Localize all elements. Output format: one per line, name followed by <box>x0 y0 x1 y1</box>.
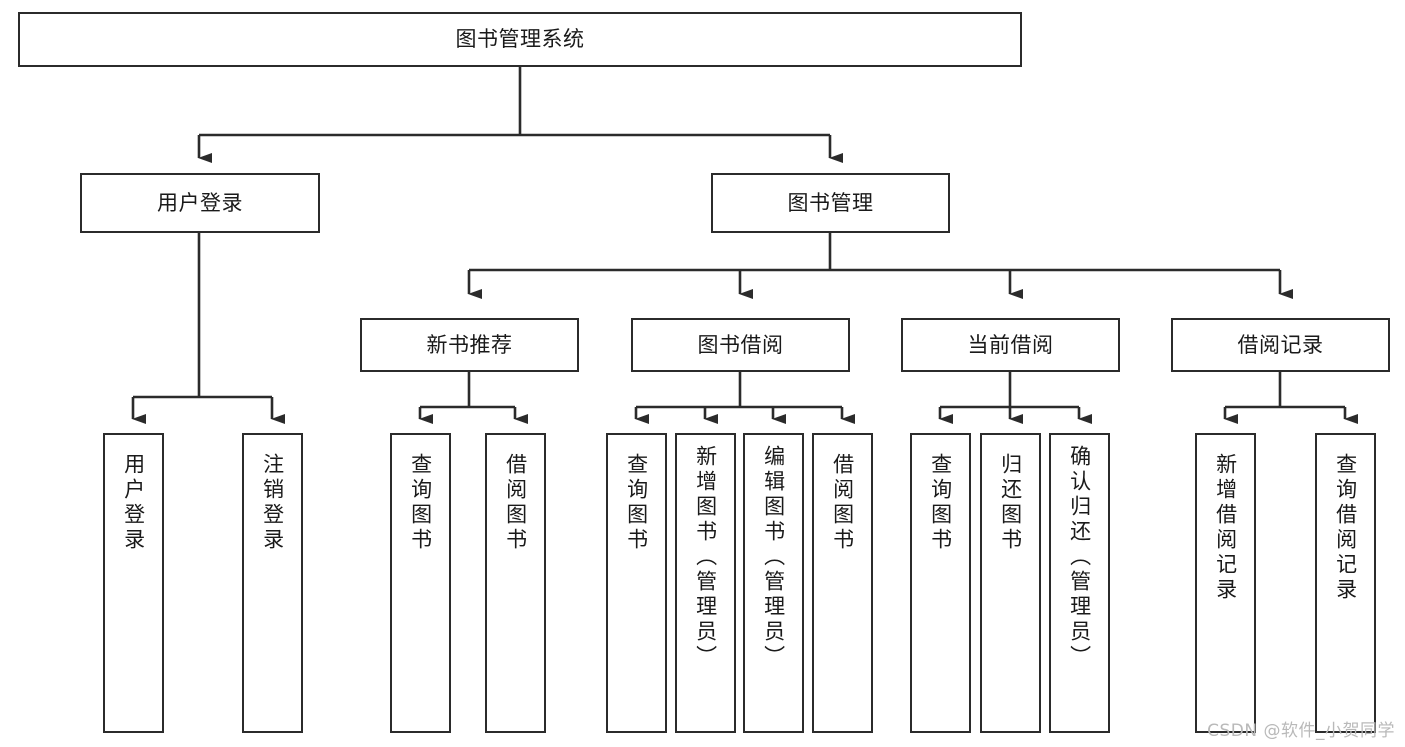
node-book-management[interactable]: 图书管理 <box>711 173 950 233</box>
node-leaf-query-book-3[interactable]: 查询图书 <box>910 433 971 733</box>
node-label: 新书推荐 <box>426 332 513 357</box>
node-label: 图书管理系统 <box>455 27 585 52</box>
node-leaf-add-record[interactable]: 新增借阅记录 <box>1195 433 1256 733</box>
node-label: 图书管理 <box>787 190 874 215</box>
node-label: 用户登录 <box>157 190 243 215</box>
node-current-borrow[interactable]: 当前借阅 <box>901 318 1120 372</box>
node-label: 借阅图书 <box>830 453 855 553</box>
node-leaf-query-book-1[interactable]: 查询图书 <box>390 433 451 733</box>
node-leaf-confirm-return[interactable]: 确认归还（管理员） <box>1049 433 1110 733</box>
node-label: 查询图书 <box>928 453 953 553</box>
node-leaf-query-book-2[interactable]: 查询图书 <box>606 433 667 733</box>
node-root-book-management-system[interactable]: 图书管理系统 <box>18 12 1022 67</box>
node-label: 新增图书（管理员） <box>693 445 718 670</box>
node-leaf-borrow-book-2[interactable]: 借阅图书 <box>812 433 873 733</box>
node-label: 归还图书 <box>998 453 1023 553</box>
node-label: 借阅图书 <box>503 453 528 553</box>
node-leaf-query-record[interactable]: 查询借阅记录 <box>1315 433 1376 733</box>
node-label: 新增借阅记录 <box>1213 453 1238 603</box>
node-leaf-edit-book[interactable]: 编辑图书（管理员） <box>743 433 804 733</box>
node-leaf-return-book[interactable]: 归还图书 <box>980 433 1041 733</box>
node-label: 当前借阅 <box>967 332 1054 357</box>
node-label: 借阅记录 <box>1237 332 1324 357</box>
node-leaf-user-logout[interactable]: 注销登录 <box>242 433 303 733</box>
node-label: 查询借阅记录 <box>1333 453 1358 603</box>
node-leaf-borrow-book-1[interactable]: 借阅图书 <box>485 433 546 733</box>
node-label: 用户登录 <box>121 453 146 553</box>
node-user-login[interactable]: 用户登录 <box>80 173 320 233</box>
node-label: 图书借阅 <box>697 332 784 357</box>
node-label: 编辑图书（管理员） <box>761 445 786 670</box>
node-label: 查询图书 <box>624 453 649 553</box>
node-label: 注销登录 <box>260 453 285 553</box>
node-borrow-record[interactable]: 借阅记录 <box>1171 318 1390 372</box>
node-label: 查询图书 <box>408 453 433 553</box>
node-new-book-recommend[interactable]: 新书推荐 <box>360 318 579 372</box>
node-book-borrow[interactable]: 图书借阅 <box>631 318 850 372</box>
node-leaf-user-login[interactable]: 用户登录 <box>103 433 164 733</box>
node-leaf-add-book[interactable]: 新增图书（管理员） <box>675 433 736 733</box>
node-label: 确认归还（管理员） <box>1067 445 1092 670</box>
